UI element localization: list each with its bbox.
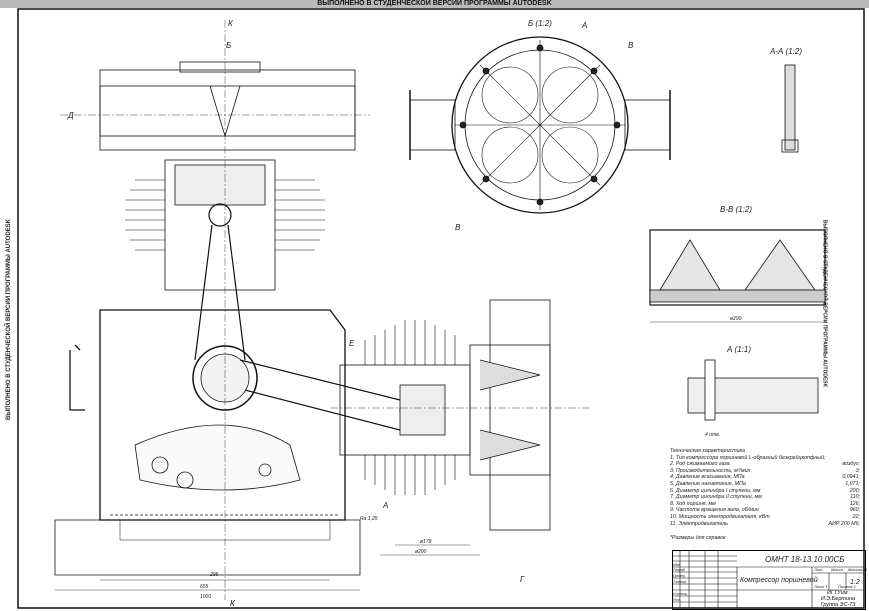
tech-value: 22; [852,513,860,520]
marker-d: Д [67,111,74,120]
drawing-frame [17,8,865,609]
tech-value: 110; [850,494,860,501]
tech-item: 8. Ход поршня, мм 126; [670,501,860,508]
scale-value: 1:2 [850,579,860,586]
lit-label: Лит. [813,567,823,572]
tech-value: АИР 200 М6; [828,520,860,527]
tech-label: 10. Мощность электродвигателя, кВт [670,513,770,520]
title-block [672,550,866,610]
organization: ИГТУим. И.Э.Бертина Группа ЭС-73 [820,590,856,608]
tech-value: 126; [849,500,860,507]
tech-value: 0,0941; [842,474,860,481]
role: Изм. [673,563,680,567]
dim-d178: ø178 [420,539,432,545]
horizontal-connecting-rod [239,359,401,431]
dim-655: 655 [200,584,209,590]
crankcase [99,309,346,521]
marker-a2: А [382,501,388,510]
tech-value: 200; [849,487,860,494]
tech-label: 7. Диаметр цилиндра II ступени, мм [670,494,762,501]
tech-item: 3. Производительность, м³/мин 3; [670,468,860,475]
tech-title: Техническая характеристика [670,448,745,454]
tech-value: 1,071; [845,480,860,487]
tech-label: 2. Род сжимаемого газа [670,461,730,468]
dim-1000: 1000 [200,594,211,600]
tech-item: 4. Давление всасывания, МПа 0,0941; [670,474,860,481]
tech-label: 1. Тип компрессора поршневой L-образный … [670,454,826,461]
marker-k-top: К [228,19,234,28]
view-b-title: Б (1:2) [528,19,552,28]
marker-e: Е [349,339,355,348]
student-version-banner: ВЫПОЛНЕНО В СТУДЕНЧЕСКОЙ ВЕРСИИ ПРОГРАММ… [0,0,869,8]
base [54,519,361,576]
drawing-name: Компрессор поршневой [740,576,818,584]
tech-item: 10. Мощность электродвигателя, кВт 22; [670,514,860,521]
role: Разраб. [673,568,686,572]
sheet-label: Лист 1 [813,584,828,589]
view-b [409,36,671,214]
tech-label: 11. Электродвигатель [670,520,728,527]
tech-label: 5. Давление нагнетания, МПа [670,480,746,487]
designation: ОМНТ 18-13.10.00СБ [765,555,844,564]
tech-item: 9. Частота вращения вала, об/мин 960; [670,507,860,514]
main-section-view [54,20,590,600]
view-aa-title: А-А (1:2) [769,47,802,56]
tech-label: 3. Производительность, м³/мин [670,467,751,474]
tech-item: 2. Род сжимаемого газа воздух; [670,461,860,468]
scale-label: Масштаб [848,567,867,572]
view-a-detail [687,359,819,421]
roughness: Ra 1,25 [360,516,378,522]
tech-note: *Размеры для справок [670,535,726,542]
sheets-label: Листов 1 [837,584,856,589]
banner-text: ВЫПОЛНЕНО В СТУДЕНЧЕСКОЙ ВЕРСИИ ПРОГРАММ… [317,0,552,7]
tech-label: 8. Ход поршня, мм [670,500,716,507]
role: Н.контр. [673,592,688,596]
tech-item: 11. Электродвигатель АИР 200 М6; [670,521,860,528]
tech-item: 5. Давление нагнетания, МПа 1,071; [670,481,860,488]
view-aa [781,64,799,153]
role: Утв. [673,598,681,602]
tech-label: 4. Давление всасывания, МПа [670,474,745,481]
title-block-grid [672,550,864,608]
marker-a1: А [581,21,587,30]
dim-holes: 4 отв. [705,432,720,438]
tech-value: 3; [855,467,860,474]
tech-label: 9. Частота вращения вала, об/мин [670,507,759,514]
technical-characteristics: Техническая характеристика 1. Тип компре… [670,448,860,542]
view-a-title: А (1:1) [726,345,751,354]
dim-d290: ø290 [730,316,742,322]
marker-g: Г [520,575,525,584]
view-vv-title: В-В (1:2) [720,205,752,214]
marker-v1: В [628,41,634,50]
tech-value: 960; [849,507,860,514]
cylinder-head [99,69,356,151]
mass-label: Масса [831,567,844,572]
dim-295: 295 [209,572,219,578]
marker-b: Б [226,41,231,50]
vertical-cylinder [164,159,276,291]
tech-item: 7. Диаметр цилиндра II ступени, мм 110; [670,494,860,501]
tech-value: воздух; [842,461,860,468]
marker-k-bottom: К [230,599,236,608]
marker-v2: В [455,223,461,232]
view-vv [649,229,826,323]
dim-d200: ø200 [415,549,427,555]
role: Провер. [673,574,686,578]
tech-item: 6. Диаметр цилиндра I ступени, мм 200; [670,488,860,495]
role: Т.контр. [673,580,687,584]
tech-label: 6. Диаметр цилиндра I ступени, мм [670,487,761,494]
tech-item: 1. Тип компрессора поршневой L-образный … [670,455,860,462]
